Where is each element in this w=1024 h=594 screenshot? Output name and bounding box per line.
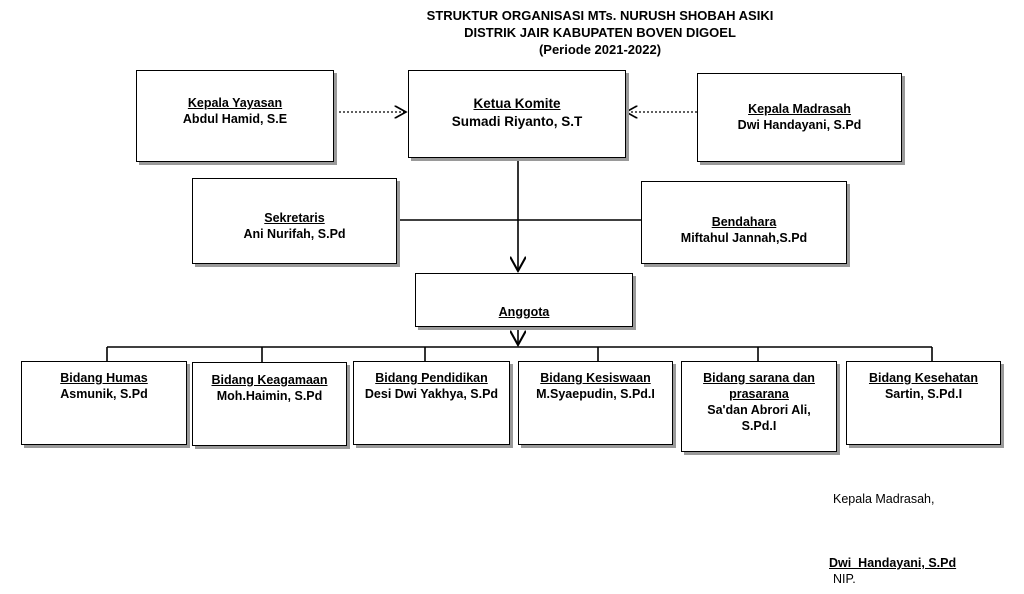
bidang-keagamaan-name: Moh.Haimin, S.Pd bbox=[216, 389, 323, 403]
bendahara-box: Bendahara Miftahul Jannah,S.Pd bbox=[641, 181, 847, 264]
bidang-keagamaan-box: Bidang Keagamaan Moh.Haimin, S.Pd bbox=[192, 362, 347, 446]
bendahara-role: Bendahara bbox=[711, 215, 777, 229]
anggota-role: Anggota bbox=[498, 305, 550, 319]
chart-title-line-2: DISTRIK JAIR KABUPATEN BOVEN DIGOEL bbox=[464, 25, 736, 40]
kepala-yayasan-role: Kepala Yayasan bbox=[187, 96, 283, 110]
sekretaris-role: Sekretaris bbox=[264, 211, 325, 225]
bidang-sarana-name: Sa'dan Abrori Ali, S.Pd.I bbox=[707, 403, 811, 433]
bidang-pendidikan-role: Bidang Pendidikan bbox=[375, 371, 488, 385]
bidang-kesiswaan-name: M.Syaepudin, S.Pd.I bbox=[536, 387, 655, 401]
kepala-madrasah-box: Kepala Madrasah Dwi Handayani, S.Pd bbox=[697, 73, 902, 162]
bidang-humas-box: Bidang Humas Asmunik, S.Pd bbox=[21, 361, 187, 445]
signature-name: Dwi Handayani, S.Pd bbox=[829, 556, 957, 570]
sekretaris-box: Sekretaris Ani Nurifah, S.Pd bbox=[192, 178, 397, 264]
signature-position: Kepala Madrasah, bbox=[833, 492, 935, 506]
ketua-komite-role: Ketua Komite bbox=[473, 96, 561, 111]
bidang-sarana-box: Bidang sarana dan prasarana Sa'dan Abror… bbox=[681, 361, 837, 452]
bendahara-name: Miftahul Jannah,S.Pd bbox=[680, 231, 808, 245]
bidang-kesehatan-box: Bidang Kesehatan Sartin, S.Pd.I bbox=[846, 361, 1001, 445]
anggota-box: Anggota bbox=[415, 273, 633, 327]
bidang-kesiswaan-role: Bidang Kesiswaan bbox=[540, 371, 651, 385]
bidang-kesiswaan-box: Bidang Kesiswaan M.Syaepudin, S.Pd.I bbox=[518, 361, 673, 445]
bidang-humas-role: Bidang Humas bbox=[60, 371, 148, 385]
bidang-humas-name: Asmunik, S.Pd bbox=[60, 387, 148, 401]
kepala-madrasah-name: Dwi Handayani, S.Pd bbox=[737, 118, 862, 132]
kepala-madrasah-role: Kepala Madrasah bbox=[748, 102, 851, 116]
ketua-komite-box: Ketua Komite Sumadi Riyanto, S.T bbox=[408, 70, 626, 158]
sekretaris-name: Ani Nurifah, S.Pd bbox=[243, 227, 346, 241]
kepala-yayasan-box: Kepala Yayasan Abdul Hamid, S.E bbox=[136, 70, 334, 162]
bidang-kesehatan-role: Bidang Kesehatan bbox=[868, 371, 979, 385]
ketua-komite-name: Sumadi Riyanto, S.T bbox=[451, 114, 583, 129]
chart-title-line-1: STRUKTUR ORGANISASI MTs. NURUSH SHOBAH A… bbox=[426, 8, 774, 23]
bidang-keagamaan-role: Bidang Keagamaan bbox=[211, 373, 328, 387]
bidang-sarana-role: Bidang sarana dan prasarana bbox=[703, 371, 815, 401]
bidang-kesehatan-name: Sartin, S.Pd.I bbox=[884, 387, 963, 401]
bidang-pendidikan-box: Bidang Pendidikan Desi Dwi Yakhya, S.Pd bbox=[353, 361, 510, 445]
chart-period: (Periode 2021-2022) bbox=[538, 42, 662, 57]
signature-nip: NIP. bbox=[833, 572, 856, 586]
bidang-pendidikan-name: Desi Dwi Yakhya, S.Pd bbox=[364, 387, 499, 401]
kepala-yayasan-name: Abdul Hamid, S.E bbox=[182, 112, 288, 126]
